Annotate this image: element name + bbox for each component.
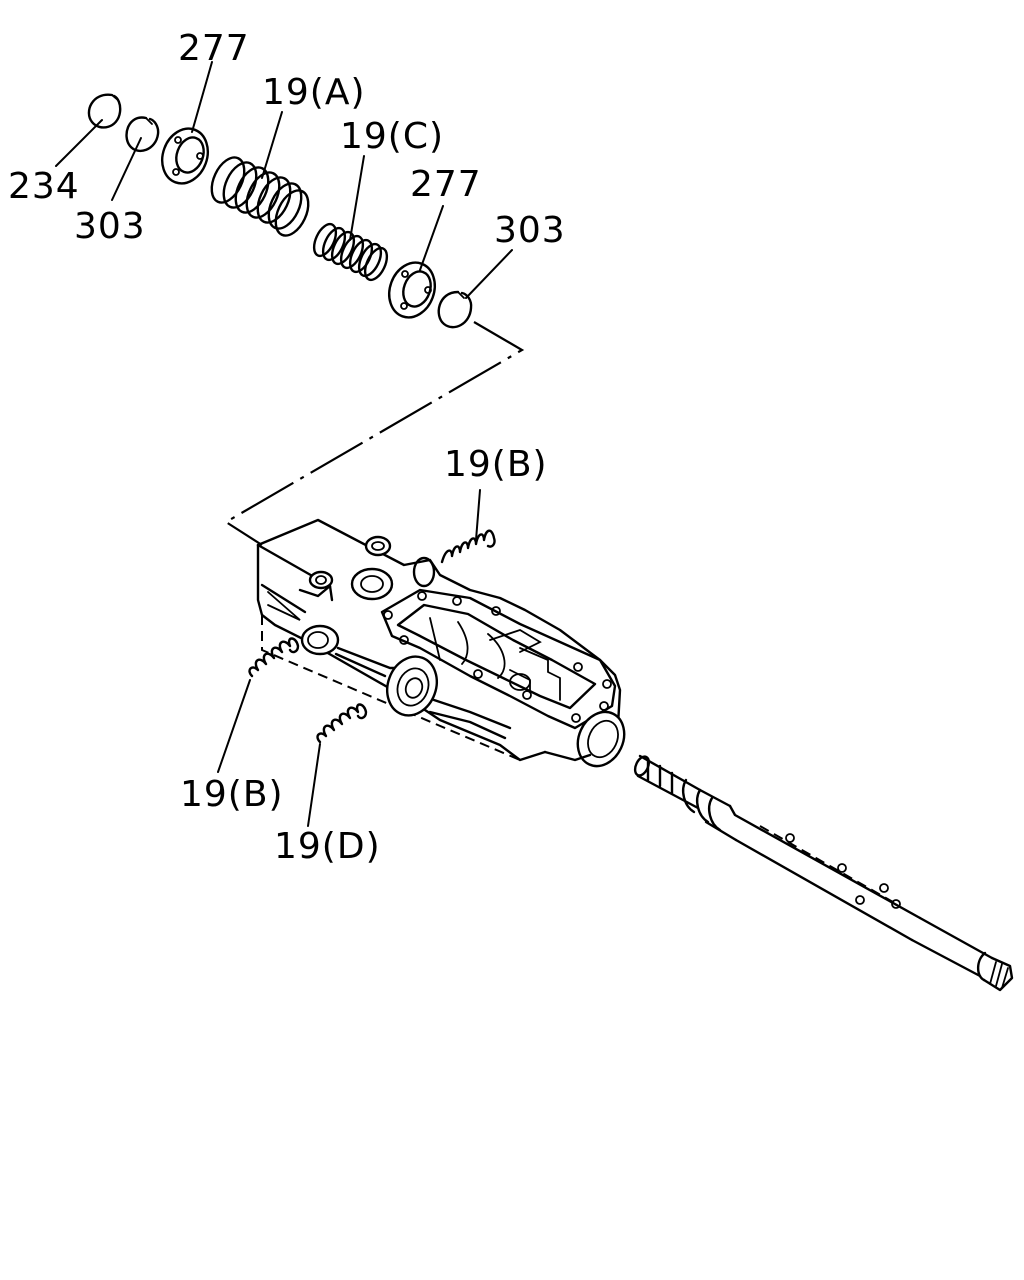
retainer-277-left xyxy=(161,127,209,185)
snap-ring-303-right xyxy=(437,290,473,329)
label-303-right: 303 xyxy=(494,210,566,251)
spring-19d xyxy=(316,703,368,744)
leader-lines xyxy=(55,61,513,827)
spring-19c xyxy=(312,222,389,282)
label-277-left: 277 xyxy=(178,28,250,69)
label-19c: 19(C) xyxy=(340,116,444,157)
retainer-277-right xyxy=(388,261,436,319)
spring-19a xyxy=(210,156,310,237)
label-19b-top: 19(B) xyxy=(444,444,548,485)
label-277-right: 277 xyxy=(410,164,482,205)
spring-19b-top xyxy=(440,529,496,564)
snap-ring-303-left xyxy=(125,116,160,153)
assembly-line xyxy=(223,321,525,546)
valve-spool-shaft xyxy=(633,754,1014,992)
valve-body xyxy=(256,518,626,768)
label-234: 234 xyxy=(8,166,80,207)
snap-ring-234 xyxy=(87,93,122,129)
label-19a: 19(A) xyxy=(262,72,366,113)
spring-19b-left xyxy=(248,637,300,678)
label-19d: 19(D) xyxy=(274,826,381,867)
label-19b-left: 19(B) xyxy=(180,774,284,815)
label-303-left: 303 xyxy=(74,206,146,247)
